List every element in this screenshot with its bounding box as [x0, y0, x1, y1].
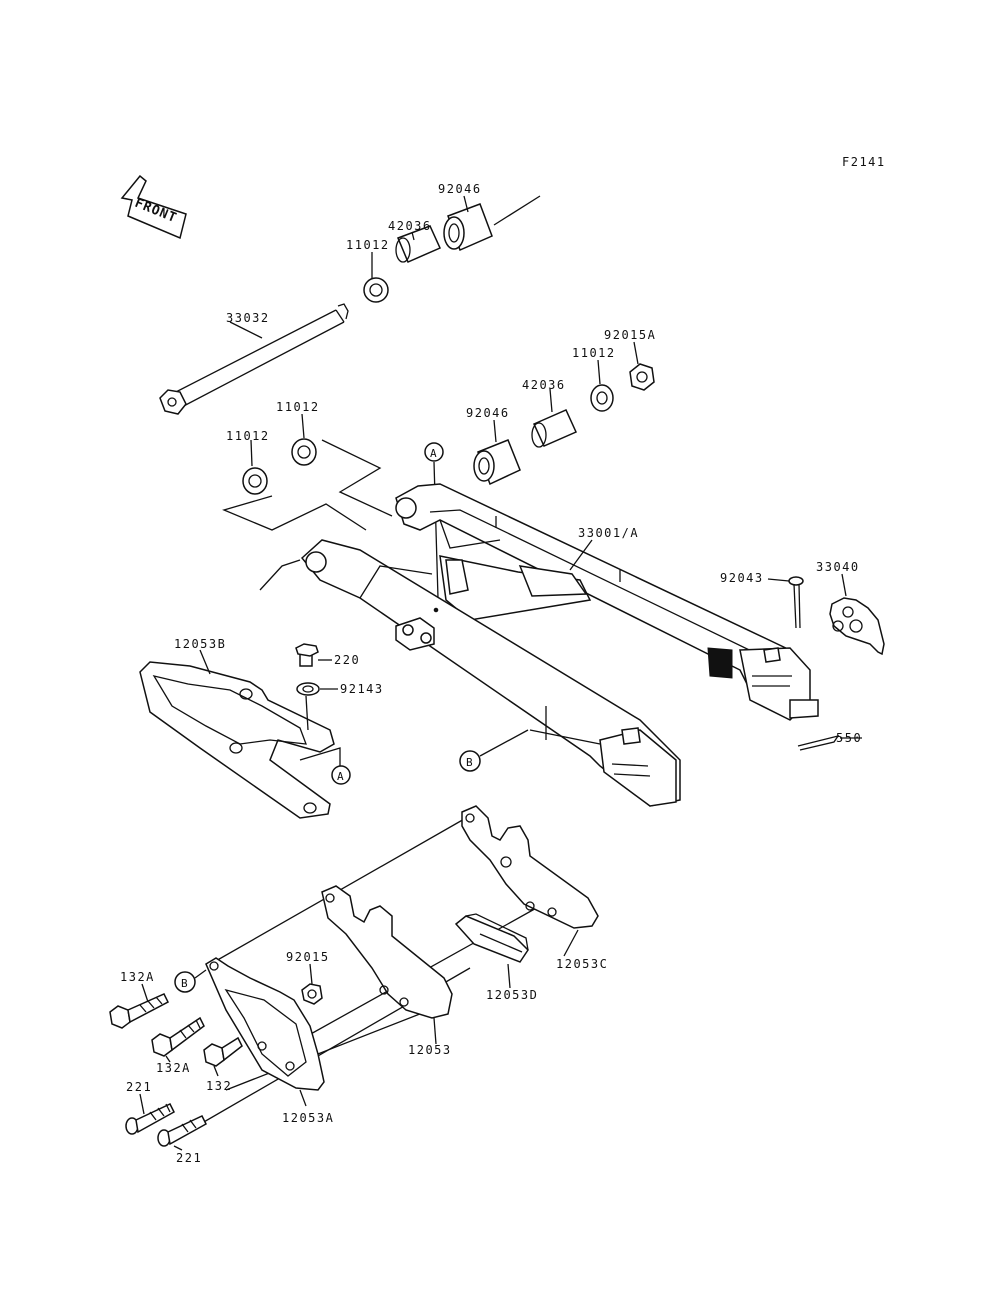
label-12053B: 12053B: [174, 637, 226, 651]
svg-text:A: A: [430, 447, 437, 460]
label-12053D: 12053D: [486, 988, 538, 1002]
collar-11012-left1: [242, 467, 268, 495]
ref-B-guide: B: [174, 971, 196, 993]
label-92046-right: 92046: [466, 406, 510, 420]
label-42036-top: 42036: [388, 219, 432, 233]
label-132A-2: 132A: [156, 1061, 191, 1075]
guide-plate-12053C: [461, 805, 599, 929]
ref-B-swingarm: B: [459, 750, 481, 772]
pivot-shaft: [159, 303, 349, 415]
sleeve-42036-top: [395, 225, 441, 263]
bolt-220: [295, 643, 319, 667]
bearing-92046-right: [473, 439, 521, 486]
collar-11012-top: [363, 277, 389, 303]
figure-id: F2141: [842, 155, 886, 169]
label-550: 550: [836, 731, 862, 745]
bolt-132: [203, 1036, 243, 1067]
label-33040: 33040: [816, 560, 860, 574]
label-221-2: 221: [176, 1151, 202, 1165]
label-11012-left1: 11012: [226, 429, 270, 443]
guide-block-12053D: [454, 913, 529, 963]
nut-92015A: [629, 363, 655, 391]
guide-plate-12053: [321, 885, 453, 1019]
label-92015A: 92015A: [604, 328, 656, 342]
bearing-92046-top: [443, 203, 493, 252]
ref-A-slider: A: [331, 765, 351, 785]
swingarm-33001A: [300, 483, 819, 807]
collar-11012-right: [590, 384, 614, 412]
label-92143: 92143: [340, 682, 384, 696]
nut-92015: [301, 983, 323, 1005]
label-12053A: 12053A: [282, 1111, 334, 1125]
chain-slider-12053B: [139, 661, 335, 819]
label-92046-top: 92046: [438, 182, 482, 196]
washer-92143: [296, 682, 320, 696]
label-132A-1: 132A: [120, 970, 155, 984]
label-33001A: 33001/A: [578, 526, 639, 540]
collar-11012-left2: [291, 438, 317, 466]
adjuster-plate-33040: [829, 597, 885, 656]
bolt-221-2: [157, 1115, 207, 1147]
label-11012-left2: 11012: [276, 400, 320, 414]
label-12053C: 12053C: [556, 957, 608, 971]
sleeve-42036-right: [531, 409, 577, 448]
label-12053: 12053: [408, 1043, 452, 1057]
pin-92043: [788, 576, 804, 629]
bolt-221-1: [125, 1103, 175, 1135]
bolt-132A-2: [151, 1016, 205, 1057]
label-33032: 33032: [226, 311, 270, 325]
front-arrow-icon: FRONT: [120, 174, 187, 240]
label-132: 132: [206, 1079, 232, 1093]
svg-text:B: B: [466, 756, 473, 769]
cotter-pin-550: [797, 734, 840, 751]
label-220: 220: [334, 653, 360, 667]
svg-text:A: A: [337, 770, 344, 783]
label-11012-right: 11012: [572, 346, 616, 360]
guide-plate-12053A: [205, 957, 325, 1091]
label-221-1: 221: [126, 1080, 152, 1094]
label-11012-top: 11012: [346, 238, 390, 252]
label-92015: 92015: [286, 950, 330, 964]
label-42036-right: 42036: [522, 378, 566, 392]
ref-A-swingarm: A: [424, 442, 444, 462]
svg-text:B: B: [181, 977, 188, 990]
bolt-132A-1: [109, 993, 169, 1029]
label-92043: 92043: [720, 571, 764, 585]
